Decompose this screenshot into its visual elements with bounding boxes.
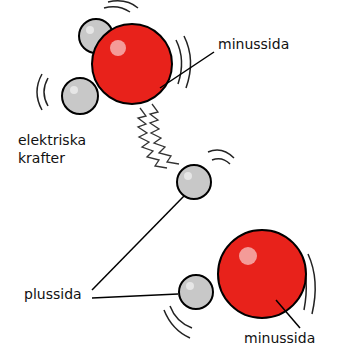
oxygen-atom — [218, 230, 306, 318]
oxygen-atom — [92, 24, 172, 104]
force-label: elektriska krafter — [18, 132, 114, 167]
hydrogen-atom — [179, 275, 213, 309]
hydrogen-atom — [62, 78, 98, 114]
leader-lines — [92, 52, 300, 328]
electric-force-lines — [138, 104, 179, 168]
side-label: minussida — [244, 330, 315, 348]
highlights — [70, 26, 257, 290]
side-label: plussida — [24, 286, 82, 304]
hydrogen-atom — [177, 165, 211, 199]
side-label: minussida — [218, 36, 289, 54]
